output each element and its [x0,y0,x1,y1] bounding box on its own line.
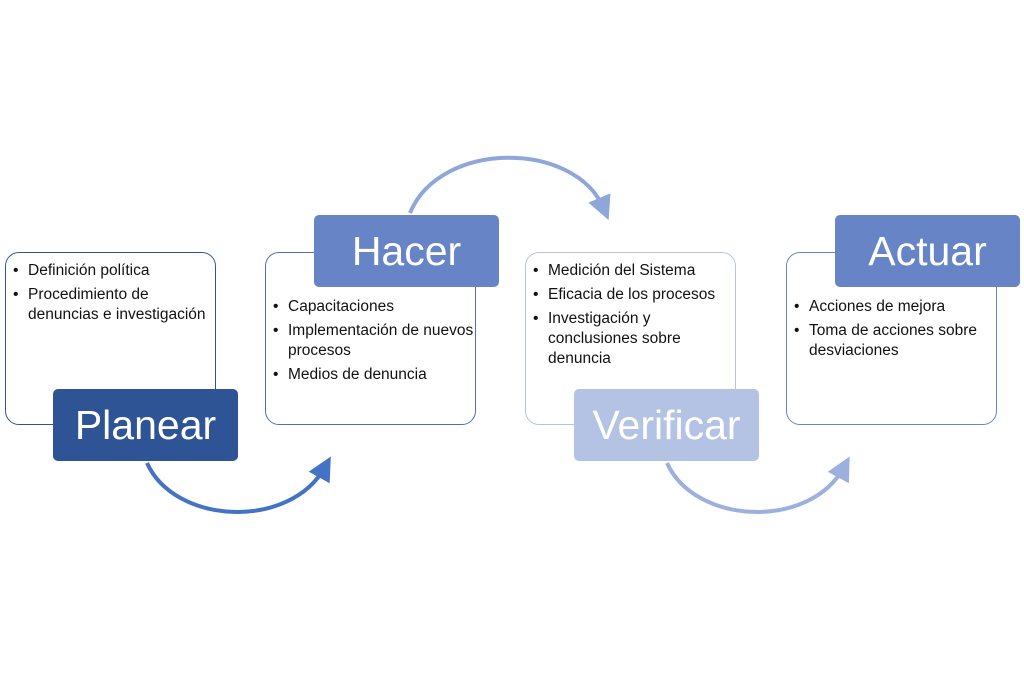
arrow-hacer-to-verificar [408,155,611,221]
list-item: Procedimiento de denuncias e investigaci… [13,285,215,325]
list-item: Definición política [13,261,215,281]
verificar-label: Verificar [574,389,759,461]
list-item: Toma de acciones sobre desviaciones [794,321,996,361]
arrow-planear-to-hacer [145,456,331,514]
hacer-box: Capacitaciones Implementación de nuevos … [265,252,476,425]
list-item: Medición del Sistema [533,261,735,281]
arrow-verificar-to-actuar [665,456,850,514]
list-item: Acciones de mejora [794,297,996,317]
actuar-label: Actuar [835,215,1020,287]
list-item: Capacitaciones [273,297,475,317]
hacer-label: Hacer [314,215,499,287]
list-item: Investigación y conclusiones sobre denun… [533,309,735,369]
list-item: Implementación de nuevos procesos [273,321,475,361]
list-item: Eficacia de los procesos [533,285,735,305]
planear-box: Definición política Procedimiento de den… [5,252,216,425]
list-item: Medios de denuncia [273,365,475,385]
planear-label: Planear [53,389,238,461]
